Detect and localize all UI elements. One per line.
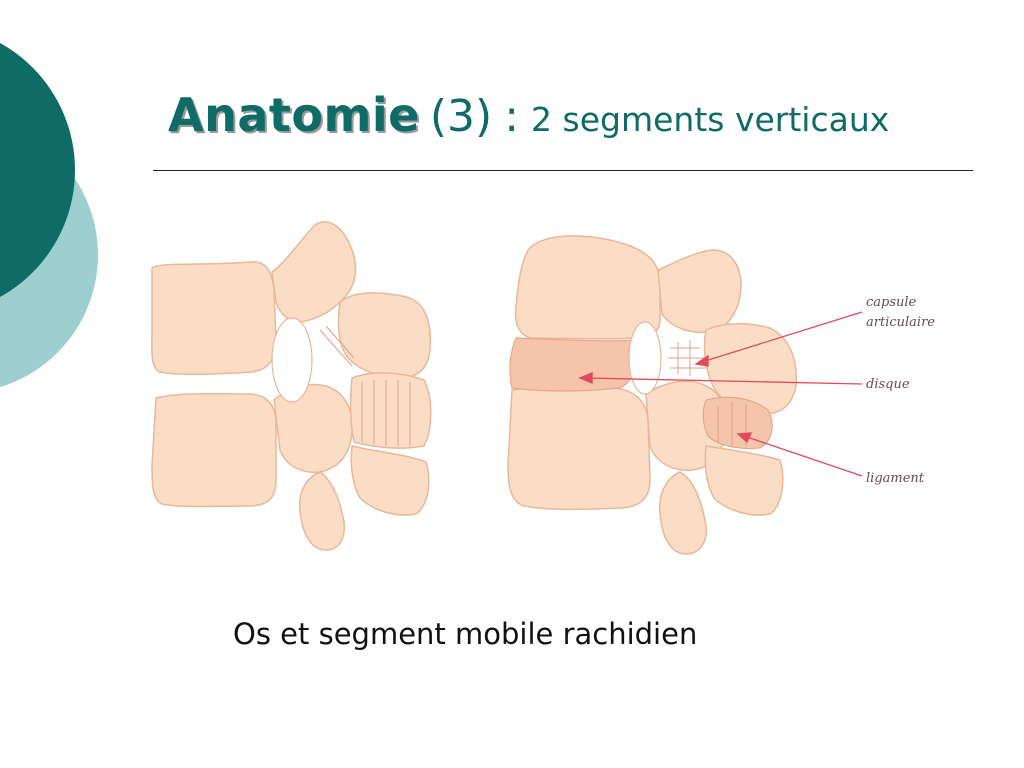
- upper-vertebral-body-right: [514, 235, 661, 340]
- capsule-hatching-right: [668, 340, 747, 446]
- lower-vertebral-body-left: [151, 392, 277, 508]
- facet-hatching-left: [319, 325, 411, 446]
- title-subtitle: 2 segments verticaux: [531, 100, 890, 139]
- lower-process-right: [658, 471, 707, 555]
- lower-spinous-right: [704, 445, 784, 516]
- arrowhead-ligament: [736, 432, 753, 444]
- spine-diagram: capsule articulaire disque ligament: [151, 221, 935, 555]
- title-main: Anatomie: [168, 88, 420, 142]
- upper-process-left: [337, 292, 432, 379]
- upper-vertebral-body-left: [151, 261, 277, 376]
- upper-arch-right: [657, 249, 742, 334]
- title-colon: :: [504, 91, 520, 142]
- ligament-region: [702, 396, 773, 449]
- vertebral-foramen-left: [271, 317, 313, 403]
- vertebral-foramen-right: [628, 321, 662, 395]
- arrow-ligament: [743, 435, 863, 477]
- label-ligament: ligament: [866, 471, 925, 486]
- title-divider: [153, 170, 973, 171]
- arrow-capsule: [701, 311, 863, 363]
- decorative-circles: [0, 43, 98, 388]
- dark-teal-circle: [0, 43, 75, 297]
- upper-process-right: [703, 322, 798, 415]
- bone-segment-right: [507, 235, 798, 555]
- label-disque: disque: [866, 377, 910, 392]
- intervertebral-disc: [509, 337, 639, 392]
- figure-caption: Os et segment mobile rachidien: [233, 617, 698, 651]
- title-number: (3): [429, 91, 493, 142]
- lower-spinous-left: [350, 445, 430, 516]
- bone-segment-left: [151, 221, 432, 551]
- arrowhead-capsule: [694, 354, 709, 367]
- arrowhead-disque: [578, 372, 593, 384]
- facet-joint-left: [349, 372, 432, 449]
- label-capsule-line2: articulaire: [866, 315, 935, 330]
- lower-vertebral-body-right: [507, 385, 651, 511]
- lower-process-left: [298, 471, 346, 551]
- annotation-arrows: [578, 311, 863, 477]
- label-capsule-line1: capsule: [866, 295, 917, 310]
- arrow-disque: [585, 377, 863, 385]
- slide-title: Anatomie(3):2 segments verticaux: [168, 88, 968, 158]
